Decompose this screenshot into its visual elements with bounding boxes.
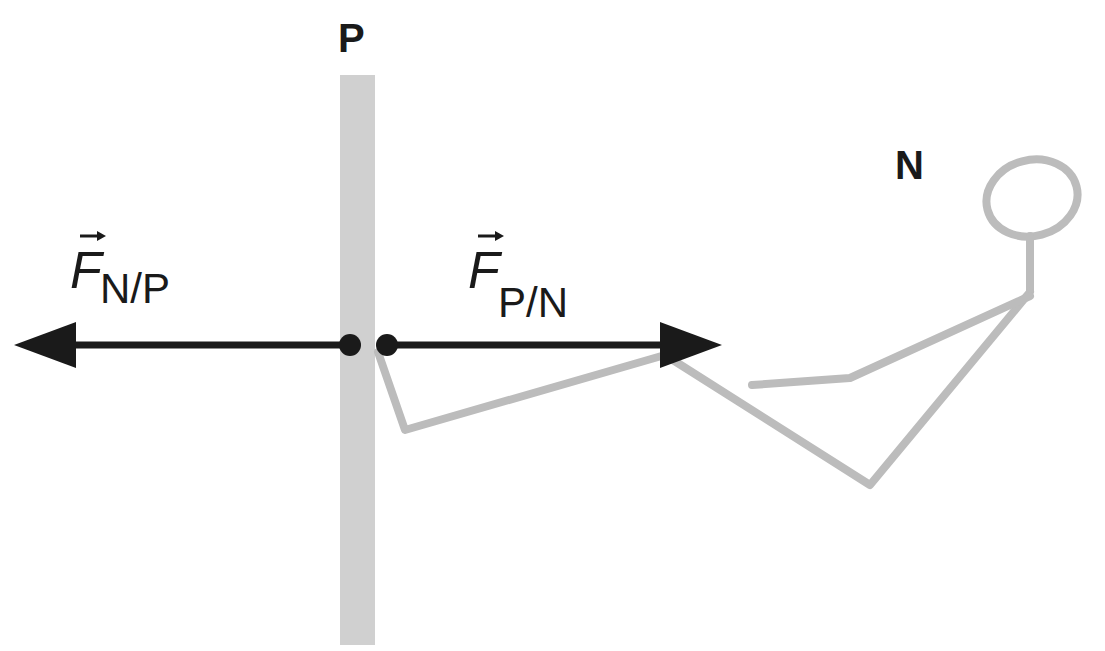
pole (340, 75, 375, 645)
part-label: N (895, 145, 924, 185)
vector-symbol (80, 231, 504, 241)
force-subscript: P/N (498, 282, 568, 324)
force-subscript: N/P (100, 268, 170, 310)
force-symbol: F (468, 244, 500, 296)
force-symbol: F (70, 244, 102, 296)
person-figure (378, 149, 1086, 485)
part-label: P (338, 18, 365, 58)
force-arrows (14, 322, 722, 368)
